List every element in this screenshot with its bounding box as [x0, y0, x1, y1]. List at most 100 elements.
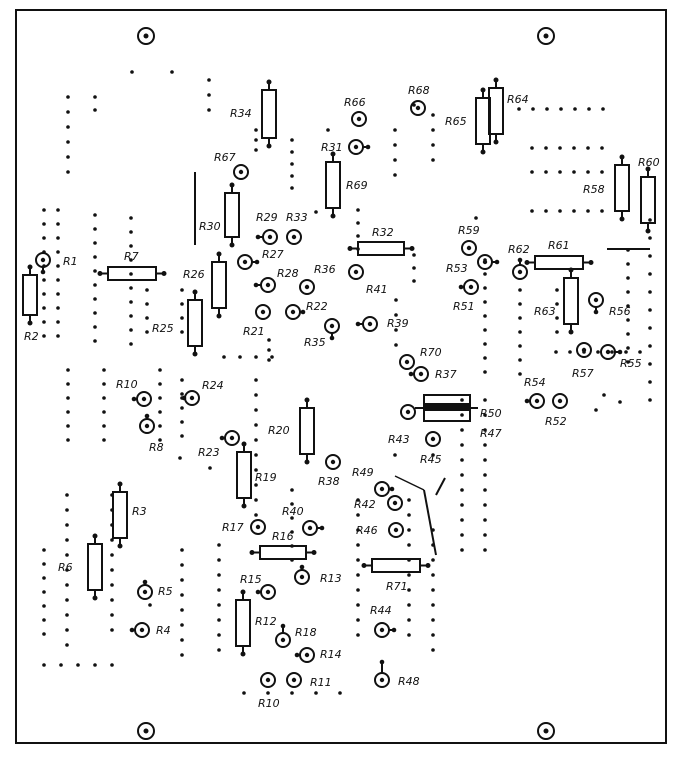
pad: [356, 513, 360, 517]
pad: [93, 297, 97, 301]
label-r43: R43: [388, 433, 410, 446]
pad: [356, 208, 360, 212]
pad: [42, 278, 46, 282]
pad: [518, 316, 522, 320]
pad: [596, 350, 600, 354]
pad: [356, 618, 360, 622]
pad: [648, 290, 652, 294]
label-r57: R57: [572, 367, 594, 380]
label-r5: R5: [158, 585, 173, 598]
trimmer-r21: [255, 304, 271, 320]
pad: [431, 113, 435, 117]
pad: [431, 558, 435, 562]
pad: [93, 311, 97, 315]
pad: [558, 209, 562, 213]
trimmer-r51: [458, 279, 479, 295]
label-r67: R67: [214, 151, 236, 164]
pad: [407, 588, 411, 592]
pad: [42, 618, 46, 622]
pad: [483, 300, 487, 304]
pad: [254, 453, 258, 457]
pad: [460, 458, 464, 462]
pad: [460, 428, 464, 432]
resistor-r64: [488, 77, 504, 145]
pad: [217, 633, 221, 637]
pad: [412, 279, 416, 283]
label-r13: R13: [320, 572, 342, 585]
pad: [76, 663, 80, 667]
pad: [483, 342, 487, 346]
pad: [648, 254, 652, 258]
resistor-r3: [112, 481, 128, 549]
pad: [290, 174, 294, 178]
pad: [554, 350, 558, 354]
label-r61: R61: [548, 239, 570, 252]
pad: [129, 272, 133, 276]
pad: [483, 443, 487, 447]
label-r44: R44: [370, 604, 392, 617]
pad: [559, 107, 563, 111]
pad: [638, 350, 642, 354]
label-r37: R37: [435, 368, 457, 381]
pad: [180, 608, 184, 612]
pad: [56, 278, 60, 282]
pad: [42, 632, 46, 636]
pad: [129, 258, 133, 262]
label-r7: R7: [124, 250, 139, 263]
pad: [483, 458, 487, 462]
pad: [393, 173, 397, 177]
label-r11: R11: [310, 676, 332, 689]
label-r8: R8: [149, 441, 164, 454]
pad: [65, 643, 69, 647]
trimmer-r14: [294, 647, 315, 663]
pad: [412, 253, 416, 257]
pad: [460, 503, 464, 507]
pad: [407, 498, 411, 502]
trimmer-r36: [299, 279, 315, 295]
pad: [483, 533, 487, 537]
pad: [572, 146, 576, 150]
pad: [145, 288, 149, 292]
label-r18: R18: [295, 626, 317, 639]
pad: [254, 138, 258, 142]
label-r33: R33: [286, 211, 308, 224]
component-labels: R1R2R3R4R5R6R7R8R10R10R11R12R13R14R15R16…: [24, 84, 660, 710]
pad: [544, 209, 548, 213]
pad: [431, 603, 435, 607]
pad: [544, 146, 548, 150]
label-r24: R24: [202, 379, 224, 392]
pad: [145, 330, 149, 334]
pad: [66, 424, 70, 428]
pad: [407, 633, 411, 637]
pad: [93, 241, 97, 245]
pad: [483, 488, 487, 492]
pad: [412, 266, 416, 270]
pad: [626, 332, 630, 336]
pad: [460, 443, 464, 447]
pad: [56, 334, 60, 338]
pad: [558, 170, 562, 174]
trimmer-r54: [524, 393, 545, 409]
pad: [66, 396, 70, 400]
label-r32: R32: [372, 226, 394, 239]
pad: [110, 538, 114, 542]
pad: [93, 339, 97, 343]
label-r14: R14: [320, 648, 342, 661]
label-r52: R52: [545, 415, 567, 428]
pad: [65, 508, 69, 512]
pad: [460, 533, 464, 537]
trimmer-r45: [425, 431, 441, 447]
pad: [648, 398, 652, 402]
pad: [180, 638, 184, 642]
pad: [180, 420, 184, 424]
pad: [483, 548, 487, 552]
pad: [407, 528, 411, 532]
pad: [431, 648, 435, 652]
pad: [65, 613, 69, 617]
pad: [66, 140, 70, 144]
pad: [56, 208, 60, 212]
pad: [66, 438, 70, 442]
pad: [626, 318, 630, 322]
pad: [56, 222, 60, 226]
pad: [290, 502, 294, 506]
